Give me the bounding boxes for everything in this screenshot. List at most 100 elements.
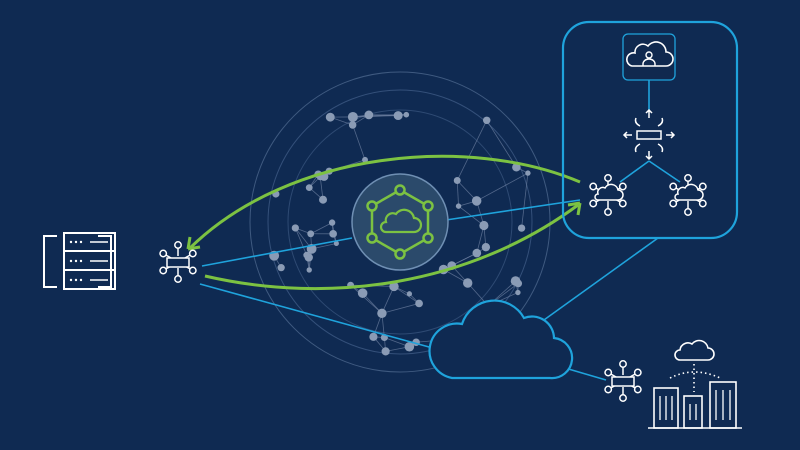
mesh-link bbox=[381, 286, 395, 314]
mesh-node bbox=[393, 111, 403, 121]
mesh-link bbox=[456, 120, 488, 181]
mesh-node bbox=[319, 195, 328, 204]
hub-node bbox=[618, 182, 627, 191]
mesh-node bbox=[381, 347, 390, 356]
sphere-ring-outer bbox=[249, 71, 551, 373]
mesh-node bbox=[415, 299, 423, 308]
mesh-node bbox=[347, 111, 358, 122]
mesh-node bbox=[406, 291, 413, 297]
hub-node bbox=[159, 249, 168, 258]
line-cloud-to-hub bbox=[564, 367, 607, 381]
mesh-node bbox=[362, 156, 368, 163]
line-box-to-cloud bbox=[529, 237, 659, 331]
mesh-node bbox=[525, 170, 531, 176]
mesh-node bbox=[471, 196, 482, 206]
mesh-node bbox=[304, 253, 313, 262]
line-hub-to-center bbox=[201, 237, 353, 267]
mesh-node bbox=[481, 243, 491, 252]
hub-cloud bbox=[674, 183, 704, 201]
network-hub-icon bbox=[604, 360, 642, 402]
mesh-link bbox=[381, 303, 420, 314]
mesh-node bbox=[357, 288, 368, 298]
mesh-node bbox=[377, 308, 387, 319]
mesh-node bbox=[482, 116, 491, 125]
hub-node bbox=[604, 174, 612, 182]
server-rack-icon bbox=[43, 232, 116, 290]
mesh-link bbox=[393, 286, 420, 304]
hub-node bbox=[604, 385, 613, 394]
sphere-ring-inner bbox=[287, 109, 513, 335]
hub-node bbox=[619, 394, 627, 402]
mesh-link bbox=[476, 225, 485, 254]
mesh-node bbox=[517, 224, 526, 232]
hub-node bbox=[633, 368, 642, 377]
mesh-node bbox=[453, 177, 461, 184]
mesh-node bbox=[479, 220, 489, 231]
mesh-link bbox=[486, 120, 517, 168]
mesh-node bbox=[404, 341, 415, 352]
mesh-link bbox=[294, 227, 308, 256]
mesh-node bbox=[291, 224, 299, 232]
mesh-node bbox=[277, 264, 285, 272]
mesh-link bbox=[456, 180, 459, 207]
arc-arrow-to-box bbox=[204, 203, 579, 291]
line-hub-to-cloud bbox=[199, 283, 441, 351]
mesh-node bbox=[333, 240, 339, 247]
mesh-link bbox=[350, 284, 383, 314]
mesh-node bbox=[364, 110, 374, 120]
cloud-region-box bbox=[561, 20, 739, 240]
arc-arrow-to-hub bbox=[188, 154, 581, 250]
connector-lines bbox=[199, 199, 659, 381]
cloud-hub-icon bbox=[669, 174, 707, 216]
mesh-node bbox=[369, 332, 378, 341]
mesh-node bbox=[403, 111, 410, 118]
mesh-node bbox=[325, 112, 335, 122]
router-icon bbox=[622, 108, 676, 161]
hub-node bbox=[684, 208, 692, 216]
mesh-node bbox=[329, 230, 337, 238]
hub-node bbox=[698, 182, 707, 191]
hub-node bbox=[618, 199, 627, 208]
mesh-node bbox=[463, 278, 473, 288]
cloud-hexagon-icon bbox=[351, 173, 449, 271]
mesh-node bbox=[515, 289, 521, 296]
hub-node bbox=[698, 199, 707, 208]
hub-router bbox=[166, 257, 190, 268]
hub-node bbox=[188, 249, 197, 258]
hub-node bbox=[589, 182, 598, 191]
mesh-node bbox=[307, 230, 315, 238]
hub-cloud bbox=[594, 183, 624, 201]
hub-node bbox=[604, 208, 612, 216]
mesh-link bbox=[352, 124, 366, 160]
hub-node bbox=[604, 368, 613, 377]
mesh-node bbox=[512, 163, 521, 172]
hub-node bbox=[633, 385, 642, 394]
mesh-node bbox=[455, 203, 462, 209]
network-hub-icon bbox=[159, 241, 197, 283]
mesh-link bbox=[352, 115, 399, 118]
mesh-node bbox=[348, 121, 357, 129]
arrowhead-left bbox=[186, 236, 201, 251]
mesh-node bbox=[328, 219, 336, 226]
hub-router bbox=[611, 376, 635, 387]
hub-node bbox=[174, 241, 182, 249]
mesh-node bbox=[305, 184, 313, 192]
hub-node bbox=[684, 174, 692, 182]
hub-node bbox=[669, 182, 678, 191]
mesh-link bbox=[310, 222, 333, 235]
mesh-link bbox=[476, 172, 529, 202]
line-center-to-box bbox=[445, 199, 581, 221]
hub-node bbox=[188, 266, 197, 275]
green-arrows bbox=[186, 154, 582, 291]
sphere-ring-middle bbox=[267, 89, 533, 355]
cloud-icon bbox=[428, 299, 574, 380]
mesh-node bbox=[514, 279, 523, 288]
mesh-link bbox=[521, 173, 529, 229]
cloud-user-icon bbox=[622, 33, 676, 81]
arrowhead-right bbox=[567, 201, 582, 216]
hub-node bbox=[619, 360, 627, 368]
hub-node bbox=[174, 275, 182, 283]
mesh-node bbox=[389, 281, 399, 292]
cloud-hub-icon bbox=[589, 174, 627, 216]
